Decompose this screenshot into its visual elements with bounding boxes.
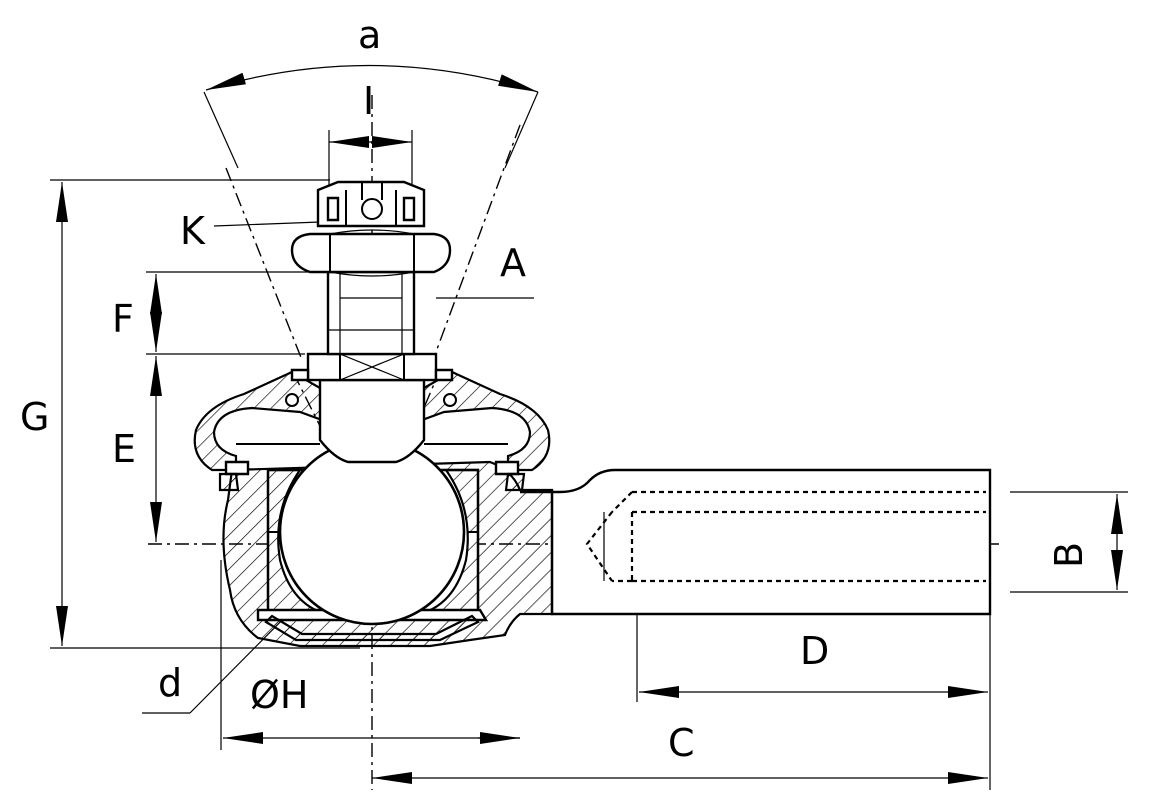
label-d: d [158,661,182,705]
label-F: F [112,297,134,341]
label-a: a [358,13,381,57]
dimension-F [146,271,330,355]
label-C: C [668,721,695,765]
ball [278,438,466,626]
boot [193,370,551,492]
label-I: I [363,79,374,123]
dimension-B [1010,491,1128,593]
hex-base [290,352,454,382]
tube-arm [520,468,992,616]
stud-shank [236,378,508,464]
label-B: B [1047,542,1091,568]
label-D: D [800,629,829,673]
label-A: A [500,241,526,285]
dimension-D [636,600,991,790]
label-H: ØH [250,673,308,717]
label-G: G [20,395,49,439]
angle-dimension-a [203,64,539,169]
label-E: E [112,427,136,471]
thread-shaft [326,270,416,356]
label-K: K [180,209,206,253]
hex-nut [290,229,452,277]
labels: a I K A F E G B D d ØH C [20,13,1091,765]
dimension-I [328,130,413,188]
castle-nut [316,180,426,228]
dimension-G [50,179,360,649]
dimension-H [220,560,520,750]
